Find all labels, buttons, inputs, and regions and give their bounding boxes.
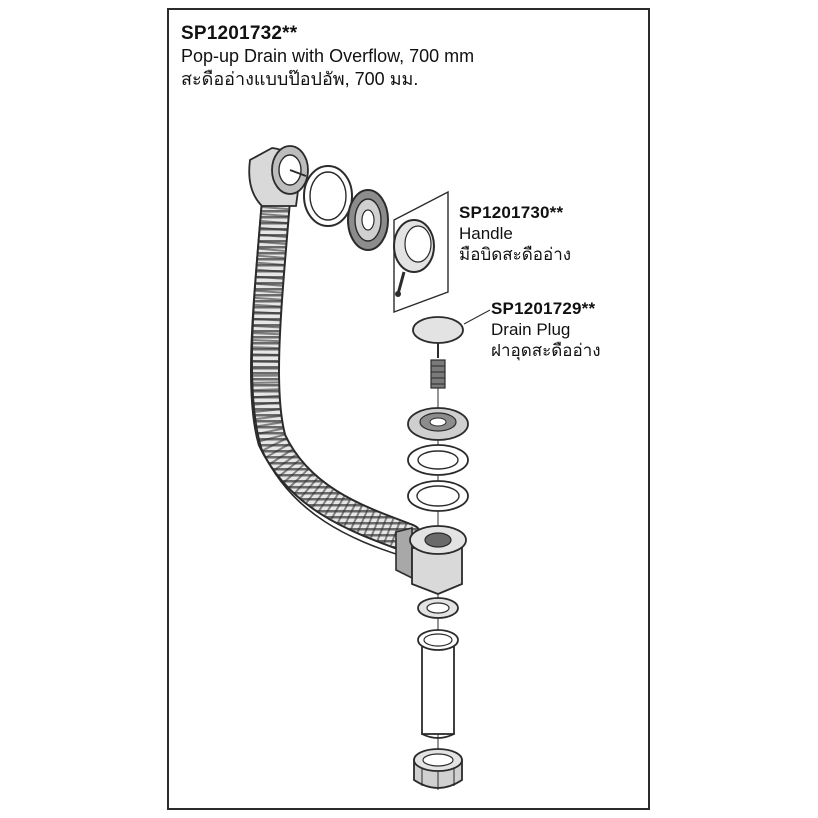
upper-washer <box>407 444 469 476</box>
overflow-hose <box>250 185 423 557</box>
part-code-main: SP1201732** <box>181 23 298 44</box>
drain-plug-leader <box>463 309 491 325</box>
strainer-body <box>407 407 469 441</box>
callout-handle: SP1201730** Handle มือบิดสะดืออ่าง <box>459 202 571 265</box>
drain-plug-name-english: Drain Plug <box>491 320 571 339</box>
small-washer <box>417 597 459 619</box>
handle-name-english: Handle <box>459 224 513 243</box>
lower-washer <box>407 480 469 512</box>
tailpipe <box>417 629 459 739</box>
handle-part <box>393 190 449 314</box>
drain-plug-part <box>412 316 464 389</box>
drain-plug-part-code: SP1201729** <box>491 299 596 318</box>
overflow-flange <box>347 189 389 251</box>
drain-plug-name-thai: ฝาอุดสะดืออ่าง <box>491 341 601 360</box>
overflow-gasket <box>303 165 353 227</box>
callout-drain-plug: SP1201729** Drain Plug ฝาอุดสะดืออ่าง <box>491 298 601 361</box>
handle-part-code: SP1201730** <box>459 203 564 222</box>
overflow-elbow <box>248 145 309 207</box>
handle-name-thai: มือบิดสะดืออ่าง <box>459 245 572 264</box>
diagram-frame: SP1201732** Pop-up Drain with Overflow, … <box>167 8 650 810</box>
drain-tee-body <box>395 525 467 595</box>
header: SP1201732** Pop-up Drain with Overflow, … <box>181 22 474 91</box>
title-thai: สะดืออ่างแบบป๊อปอัพ, 700 มม. <box>181 69 419 89</box>
title-english: Pop-up Drain with Overflow, 700 mm <box>181 46 475 66</box>
slip-nut <box>413 748 463 790</box>
